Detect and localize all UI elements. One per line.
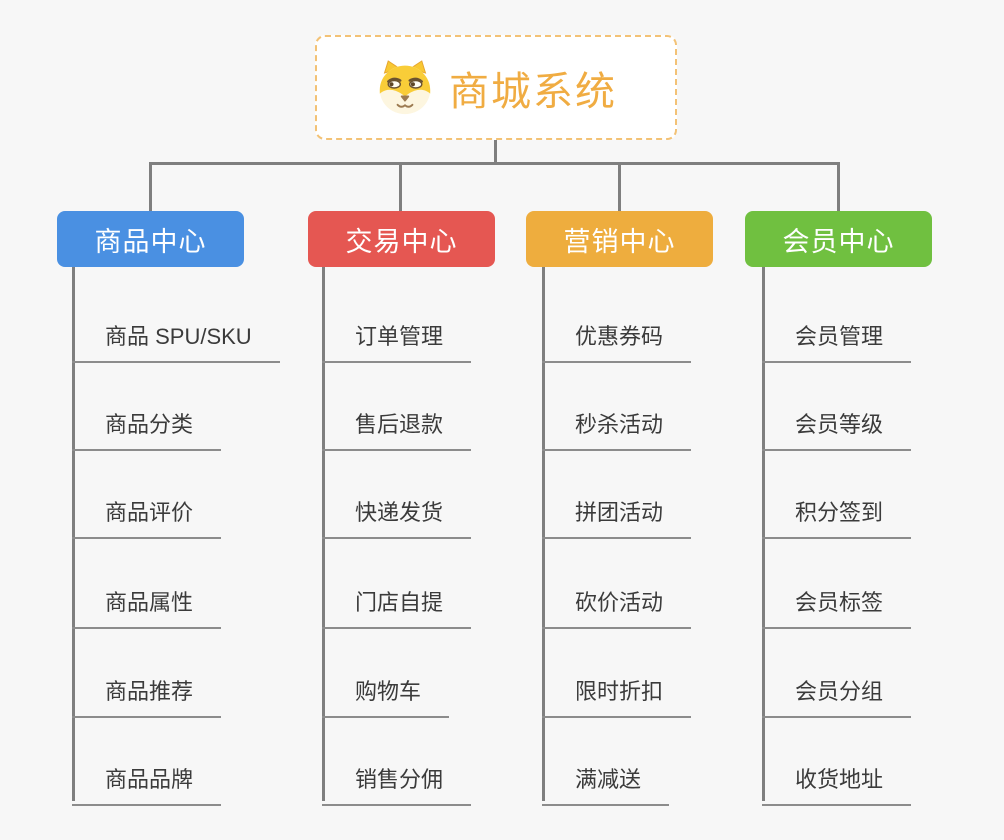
branch-drop-connector [837,162,840,212]
dog-icon [379,59,431,114]
root-node[interactable]: 商城系统 [315,35,677,140]
branch-header-3[interactable]: 营销中心 [526,211,713,267]
branch-spine-connector [542,267,545,801]
leaf-item[interactable]: 拼团活动 [542,500,692,539]
branch-header-2[interactable]: 交易中心 [308,211,495,267]
leaf-item[interactable]: 购物车 [322,679,450,718]
branch-spine-connector [72,267,75,801]
leaf-item[interactable]: 销售分佣 [322,767,472,806]
branch-drop-connector [399,162,402,212]
leaf-item[interactable]: 商品推荐 [72,679,222,718]
leaf-item[interactable]: 商品分类 [72,412,222,451]
leaf-item[interactable]: 售后退款 [322,412,472,451]
branch-header-1[interactable]: 商品中心 [57,211,244,267]
leaf-item[interactable]: 会员分组 [762,679,912,718]
branch-drop-connector [149,162,152,212]
branch-header-4[interactable]: 会员中心 [745,211,932,267]
leaf-item[interactable]: 商品评价 [72,500,222,539]
root-drop-connector [494,139,497,164]
leaf-item[interactable]: 订单管理 [322,324,472,363]
branch-horizontal-connector [149,162,840,165]
leaf-item[interactable]: 会员管理 [762,324,912,363]
leaf-item[interactable]: 优惠券码 [542,324,692,363]
branch-spine-connector [322,267,325,801]
leaf-item[interactable]: 秒杀活动 [542,412,692,451]
leaf-item[interactable]: 积分签到 [762,500,912,539]
leaf-item[interactable]: 满减送 [542,767,670,806]
leaf-item[interactable]: 限时折扣 [542,679,692,718]
leaf-item[interactable]: 会员等级 [762,412,912,451]
leaf-item[interactable]: 快递发货 [322,500,472,539]
branch-drop-connector [618,162,621,212]
leaf-item[interactable]: 门店自提 [322,590,472,629]
root-title: 商城系统 [449,69,617,114]
leaf-item[interactable]: 商品属性 [72,590,222,629]
branch-spine-connector [762,267,765,801]
leaf-item[interactable]: 会员标签 [762,590,912,629]
leaf-item[interactable]: 收货地址 [762,767,912,806]
leaf-item[interactable]: 砍价活动 [542,590,692,629]
leaf-item[interactable]: 商品品牌 [72,767,222,806]
leaf-item[interactable]: 商品 SPU/SKU [72,324,280,363]
